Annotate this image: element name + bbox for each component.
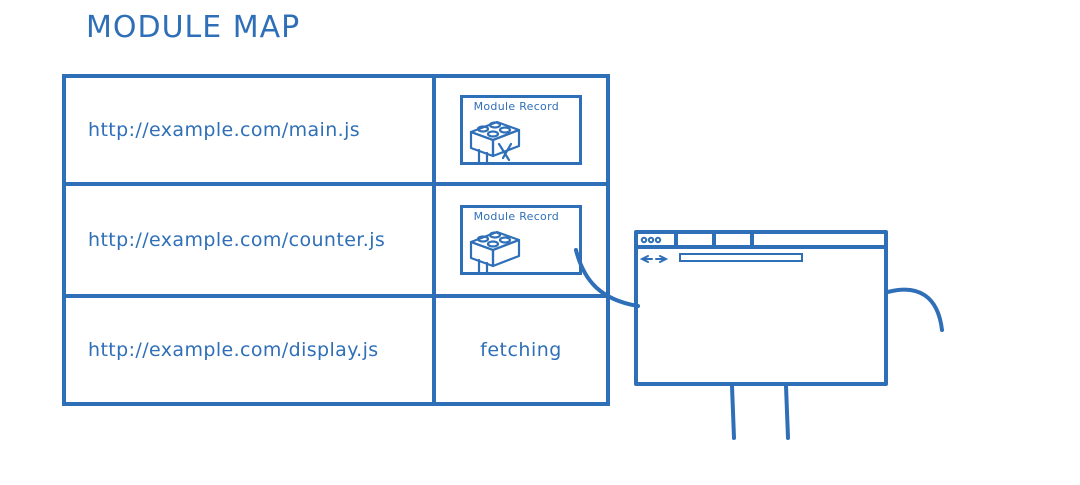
address-bar [679,253,803,262]
map-key-counter: http://example.com/counter.js [66,186,436,298]
map-key-display: http://example.com/display.js [66,298,436,402]
lego-brick-icon [469,230,521,276]
window-control-icon [640,236,648,244]
module-record-card: Module Record [460,95,582,166]
browser-right-arm [886,287,944,332]
map-value-counter: Module Record [436,186,606,298]
map-value-main: Module Record [436,78,606,186]
back-arrow-icon [639,255,653,263]
browser-right-leg [784,384,790,440]
module-record-card: Module Record [460,205,582,276]
map-key-main: http://example.com/main.js [66,78,436,186]
module-map-table: http://example.com/main.js Module Record [62,74,610,406]
window-control-icon [647,236,655,244]
browser-left-leg [730,384,736,440]
map-value-display-status: fetching [480,339,562,361]
module-record-label: Module Record [473,100,559,113]
module-record-label: Module Record [473,210,559,223]
forward-arrow-icon [655,255,669,263]
window-control-icon [654,236,662,244]
browser-window [634,230,888,386]
diagram-title: MODULE MAP [86,10,301,45]
lego-brick-icon [469,120,521,166]
